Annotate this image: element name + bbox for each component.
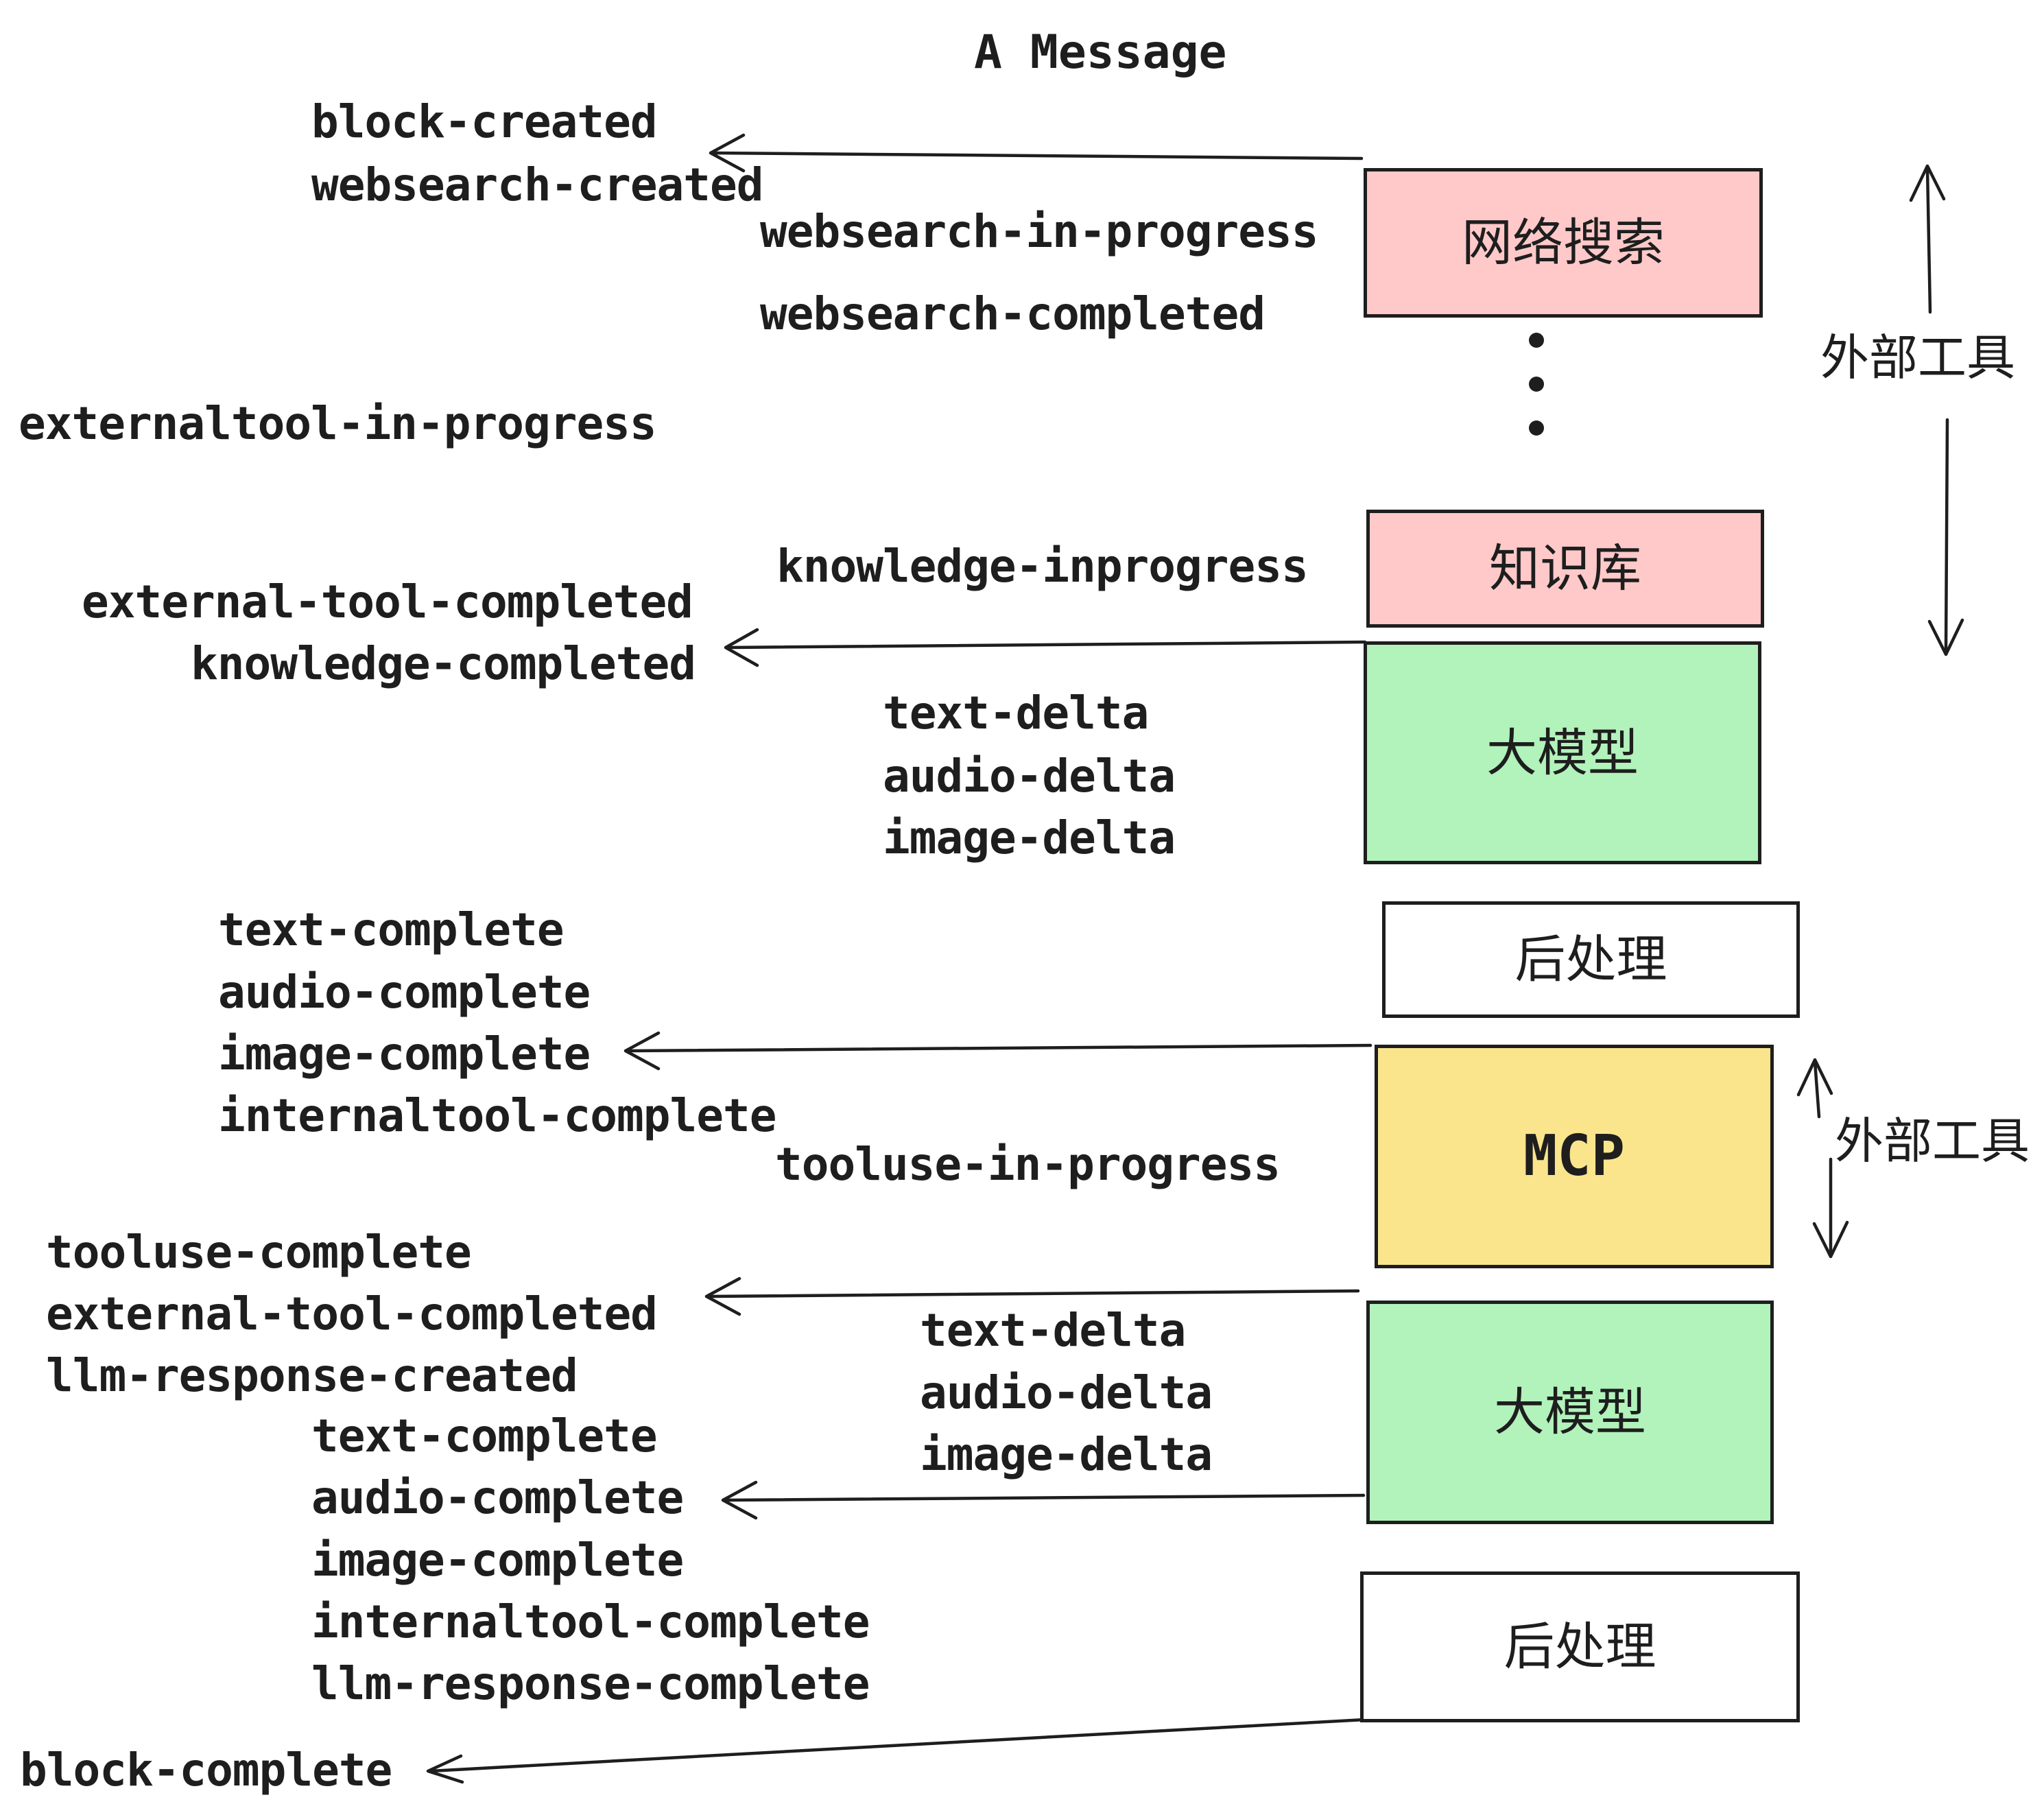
node-mcp: MCP (1375, 1045, 1774, 1268)
event-label-tooluse-complete: tooluse-complete (46, 1226, 472, 1279)
node-postprocess-1-label: 后处理 (1514, 930, 1667, 989)
event-label-audio-delta-1: audio-delta (883, 750, 1176, 803)
event-label-text-delta-1: text-delta (883, 687, 1149, 739)
side-label-external-tools-2: 外部工具 (1835, 1113, 2030, 1170)
arrow-postprocess-to-image-complete (623, 1031, 1372, 1071)
node-llm-1-label: 大模型 (1486, 723, 1639, 783)
node-llm-2-label: 大模型 (1494, 1383, 1646, 1442)
node-websearch-label: 网络搜索 (1462, 213, 1665, 272)
event-label-internaltool-complete-1: internaltool-complete (218, 1089, 776, 1142)
event-label-internaltool-complete-2: internaltool-complete (311, 1595, 870, 1648)
arrow-knowledge-to-knowledge-completed (724, 628, 1367, 667)
event-label-text-complete-2: text-complete (311, 1410, 658, 1462)
arrow-external-tools-down-1 (1927, 418, 1964, 656)
event-label-external-tool-completed-2: external-tool-completed (46, 1287, 658, 1340)
event-label-audio-complete-1: audio-complete (218, 966, 591, 1019)
event-label-block-complete: block-complete (20, 1744, 392, 1796)
node-websearch: 网络搜索 (1364, 168, 1763, 318)
event-label-image-complete-2: image-complete (311, 1534, 684, 1587)
event-label-knowledge-inprogress: knowledge-inprogress (776, 540, 1309, 593)
event-label-audio-delta-2: audio-delta (920, 1366, 1213, 1419)
node-knowledge: 知识库 (1366, 510, 1764, 628)
node-mcp-label: MCP (1523, 1124, 1626, 1189)
arrow-external-tools-up-1 (1909, 164, 1946, 314)
event-label-llm-response-created: llm-response-created (46, 1349, 578, 1402)
event-label-audio-complete-2: audio-complete (311, 1471, 684, 1524)
event-label-text-complete-1: text-complete (218, 903, 565, 956)
event-label-text-delta-2: text-delta (920, 1304, 1186, 1357)
ellipsis-dots (1529, 333, 1544, 436)
node-postprocess-2: 后处理 (1360, 1571, 1800, 1722)
event-label-external-tool-completed-1: external-tool-completed (82, 575, 693, 628)
node-llm-1: 大模型 (1364, 641, 1761, 864)
node-postprocess-2-label: 后处理 (1504, 1617, 1656, 1676)
event-label-llm-response-complete: llm-response-complete (311, 1657, 870, 1710)
arrow-postprocess2-to-block-complete (426, 1717, 1379, 1784)
event-label-websearch-completed: websearch-completed (760, 287, 1265, 340)
node-llm-2: 大模型 (1366, 1301, 1774, 1524)
event-label-image-complete-1: image-complete (218, 1028, 591, 1080)
arrow-external-tools-up-2 (1796, 1058, 1833, 1119)
side-label-external-tools-1: 外部工具 (1820, 329, 2016, 386)
event-label-websearch-in-progress: websearch-in-progress (760, 205, 1318, 258)
event-label-websearch-created: websearch-created (311, 158, 764, 211)
event-label-tooluse-in-progress: tooluse-in-progress (775, 1138, 1281, 1191)
event-label-externaltool-in-progress: externaltool-in-progress (19, 397, 657, 450)
diagram-title: A Message (974, 25, 1227, 80)
event-label-image-delta-1: image-delta (883, 811, 1176, 864)
event-label-block-created: block-created (311, 95, 658, 148)
node-knowledge-label: 知识库 (1489, 539, 1641, 598)
node-postprocess-1: 后处理 (1382, 901, 1800, 1018)
arrow-llm2-to-audio-complete (721, 1480, 1366, 1520)
arrow-external-tools-down-2 (1812, 1157, 1849, 1259)
arrow-websearch-to-block-created (709, 133, 1364, 173)
event-label-image-delta-2: image-delta (920, 1428, 1213, 1481)
event-label-knowledge-completed: knowledge-completed (191, 637, 696, 690)
